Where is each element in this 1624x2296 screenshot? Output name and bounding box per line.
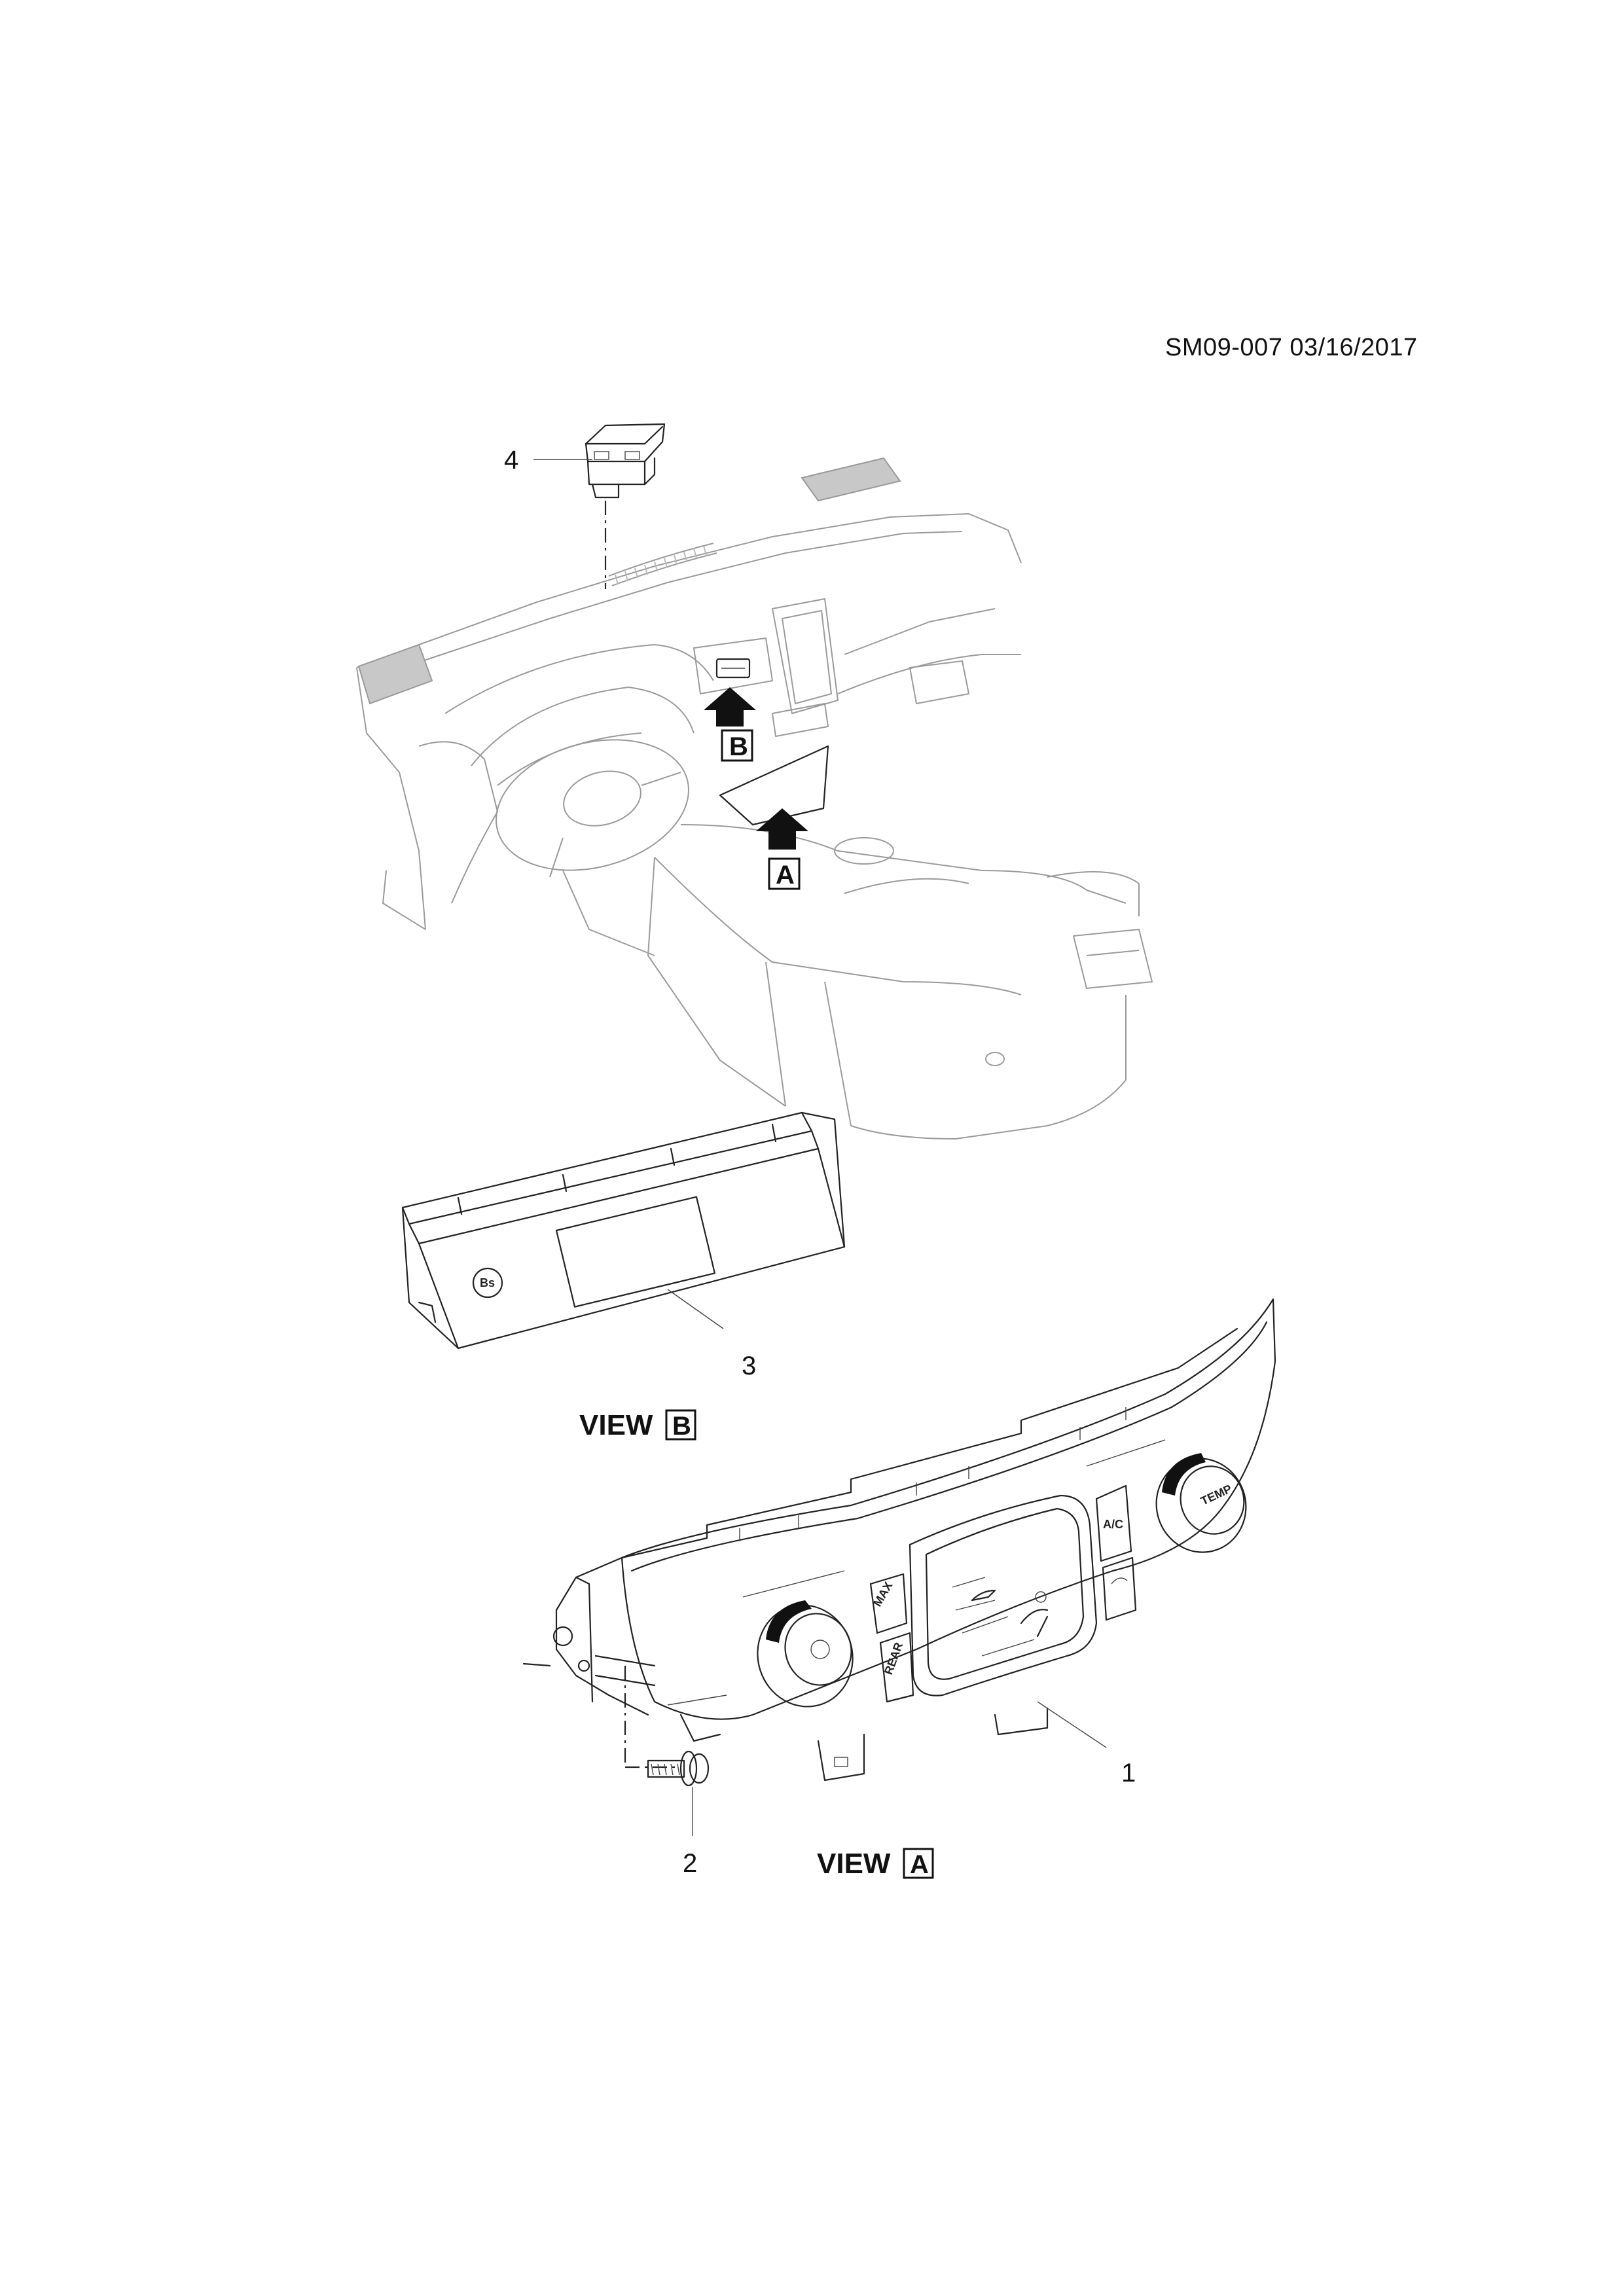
part-3-display: Bs [401, 1111, 846, 1350]
dashboard-illustration [356, 457, 1153, 1139]
document-code: SM09-007 03/16/2017 [1165, 334, 1418, 361]
view-a-word: VIEW [817, 1848, 891, 1880]
callout-3: 3 [742, 1352, 756, 1380]
leader-1 [1037, 1701, 1107, 1748]
view-marker-b: B [704, 687, 756, 762]
view-marker-a-letter: A [776, 861, 795, 889]
part-4-switch [585, 423, 666, 499]
ac-label: A/C [1103, 1518, 1123, 1531]
svg-text:Bs: Bs [480, 1276, 495, 1289]
leader-3 [667, 1289, 724, 1329]
rear-label: REAR [882, 1641, 905, 1677]
view-b-label: VIEW B [579, 1409, 696, 1441]
view-b-letter: B [672, 1412, 691, 1441]
callout-2: 2 [683, 1849, 697, 1878]
max-label: MAX [871, 1579, 895, 1609]
view-marker-b-letter: B [729, 732, 748, 761]
part-1-climate-panel: TEMP MAX REAR A/C [522, 1298, 1276, 1782]
view-a-letter: A [910, 1850, 929, 1879]
part-2-screw [647, 1750, 710, 1787]
view-marker-a: A [756, 808, 808, 890]
view-b-word: VIEW [579, 1409, 653, 1441]
callout-1: 1 [1121, 1759, 1136, 1787]
callout-4: 4 [504, 446, 518, 475]
temp-label: TEMP [1199, 1482, 1234, 1507]
view-a-label: VIEW A [817, 1848, 934, 1880]
